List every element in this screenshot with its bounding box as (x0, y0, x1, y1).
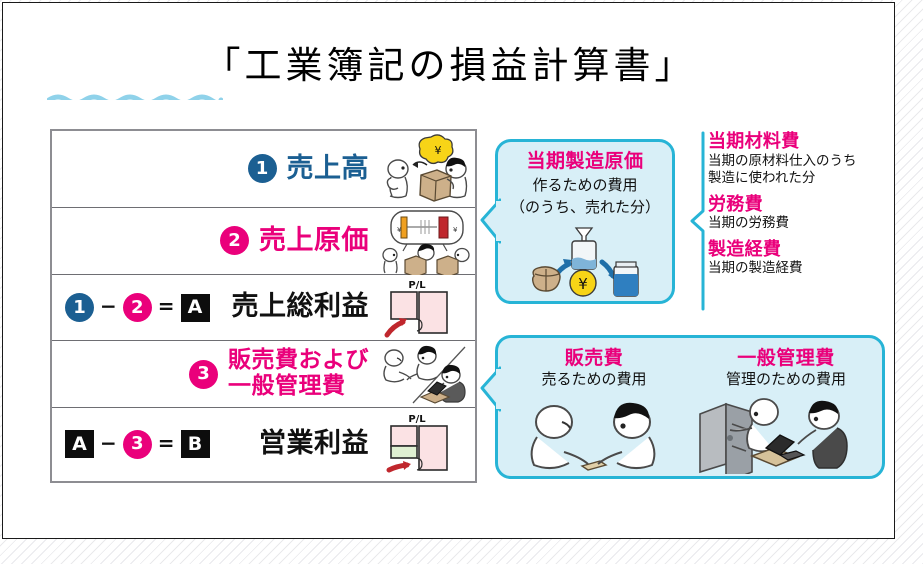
formula-gross-profit: 1 − 2 = A (52, 293, 210, 322)
breakdown-desc-materials-line2: 製造に使われた分 (708, 170, 816, 187)
breakdown-desc-overhead: 当期の製造経費 (708, 260, 803, 277)
row-name-sga-line2: 一般管理費 (228, 373, 346, 399)
formula-equals: = (157, 294, 175, 318)
breakdown-heading-overhead: 製造経費 (708, 238, 782, 260)
pl-table: 1 売上高 ¥ (50, 129, 477, 483)
illustration-cost-price: ¥ ¥ (377, 208, 475, 275)
formula-badge-1: 1 (65, 293, 94, 322)
row-name-operating-profit: 営業利益 (259, 427, 369, 459)
row-label-area: 2 売上原価 (52, 224, 377, 256)
svg-text:¥: ¥ (578, 275, 588, 293)
svg-text:¥: ¥ (397, 226, 402, 234)
formula-minus: − (100, 294, 117, 318)
formula-operating-profit: A − 3 = B (52, 429, 210, 459)
callout-heading: 当期製造原価 (526, 150, 644, 172)
illustration-material-flow: ¥ (526, 226, 650, 302)
formula-badge-b: B (180, 430, 210, 458)
breakdown-item-overhead: 製造経費 当期の製造経費 (708, 239, 894, 278)
row-name-sga-line1: 販売費および (228, 347, 369, 374)
callout-column-selling: 販売費 売るための費用 (498, 347, 690, 389)
formula-minus: − (100, 430, 117, 455)
callout-heading-selling: 販売費 (564, 347, 624, 369)
svg-text:P/L: P/L (408, 414, 426, 425)
breakdown-heading-labor: 労務費 (708, 193, 763, 215)
callout-sga-detail: 販売費 売るための費用 一般管理費 管理のための費用 (480, 335, 885, 484)
table-row-operating-profit[interactable]: A − 3 = B 営業利益 P/L (52, 408, 475, 480)
callout-sub-selling: 売るための費用 (541, 369, 647, 388)
callout-sub-line1: 作るための費用 (532, 175, 638, 194)
callout-heading-admin: 一般管理費 (737, 347, 835, 369)
slide-canvas: 「工業簿記の損益計算書」 1 売上高 ¥ (2, 2, 895, 539)
breakdown-heading-materials: 当期材料費 (708, 131, 800, 152)
callout-sub-line2: （のうち、売れた分） (509, 197, 660, 216)
illustration-pl-operating-profit: P/L (377, 408, 475, 480)
title-wavy-underline (47, 89, 223, 100)
formula-badge-2: 2 (122, 293, 152, 322)
illustration-pl-gross-profit: P/L (377, 275, 475, 340)
manufacturing-cost-breakdown: 当期材料費 当期の原材料仕入のうち 製造に使われた分 労務費 当期の労務費 製造… (689, 131, 894, 311)
row-name-gross-profit: 売上総利益 (231, 291, 369, 323)
bracket-icon (690, 131, 705, 311)
row-label-area: 1 売上高 (52, 152, 377, 184)
row-label-area: 売上総利益 (210, 292, 377, 322)
callout-manufacturing-cost: 当期製造原価 作るための費用 （のうち、売れた分） ¥ (480, 139, 675, 304)
illustration-two-people-selling (520, 400, 680, 478)
breakdown-desc-materials-line1: 当期の原材料仕入のうち (708, 152, 857, 169)
breakdown-item-materials: 当期材料費 当期の原材料仕入のうち 製造に使われた分 (708, 131, 894, 188)
row-label-area: 営業利益 (210, 427, 377, 459)
row-label-area: 3 販売費および 一般管理費 (52, 347, 377, 400)
callout-column-admin: 一般管理費 管理のための費用 (690, 347, 882, 389)
breakdown-desc-labor: 当期の労務費 (708, 215, 789, 232)
callout-columns: 販売費 売るための費用 一般管理費 管理のための費用 (498, 338, 882, 389)
formula-badge-a: A (65, 430, 94, 458)
svg-text:¥: ¥ (453, 226, 458, 234)
row-name-sales: 売上高 (286, 152, 369, 184)
formula-badge-a: A (180, 293, 210, 322)
svg-text:P/L: P/L (408, 280, 426, 291)
badge-2: 2 (220, 226, 249, 256)
callout-tail-icon (479, 366, 502, 412)
svg-text:¥: ¥ (435, 144, 442, 157)
callout-tail-icon (479, 198, 502, 244)
table-row-sales[interactable]: 1 売上高 ¥ (52, 131, 475, 208)
formula-equals: = (157, 430, 175, 455)
table-row-sga[interactable]: 3 販売費および 一般管理費 (52, 341, 475, 408)
illustration-sales-and-admin (377, 341, 475, 407)
page-title: 「工業簿記の損益計算書」 (203, 44, 696, 87)
illustration-selling-product: ¥ (377, 131, 475, 207)
row-name-sga: 販売費および 一般管理費 (228, 347, 369, 400)
row-name-cost-of-sales: 売上原価 (259, 224, 369, 256)
title-block: 「工業簿記の損益計算書」 (3, 35, 894, 100)
illustration-office-admin (690, 394, 866, 484)
badge-1: 1 (247, 154, 277, 184)
table-row-cost-of-sales[interactable]: 2 売上原価 ¥ ¥ (52, 208, 475, 275)
breakdown-items: 当期材料費 当期の原材料仕入のうち 製造に使われた分 労務費 当期の労務費 製造… (708, 131, 894, 284)
breakdown-item-labor: 労務費 当期の労務費 (708, 194, 894, 233)
table-row-gross-profit[interactable]: 1 − 2 = A 売上総利益 P/L (52, 275, 475, 341)
formula-badge-3: 3 (122, 429, 152, 459)
callout-sub-admin: 管理のための費用 (725, 369, 846, 388)
badge-3: 3 (189, 359, 218, 389)
